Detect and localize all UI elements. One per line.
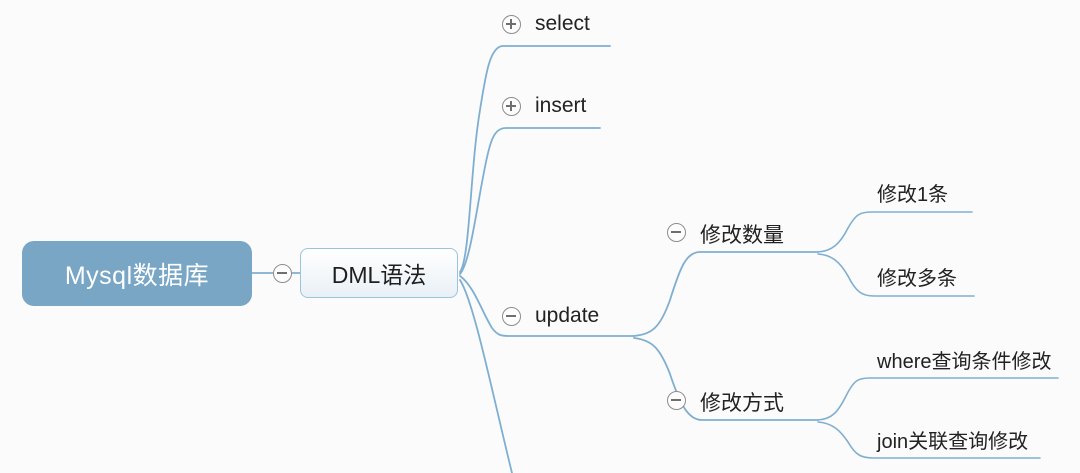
edge-quantity-to-one xyxy=(817,211,973,253)
node-update-label: update xyxy=(535,304,600,327)
edge-dml-to-select xyxy=(459,45,611,273)
node-modify-quantity-label: 修改数量 xyxy=(700,224,784,247)
root-node-mysql-database[interactable]: Mysql数据库 xyxy=(22,241,252,306)
node-update[interactable]: update xyxy=(535,304,599,328)
node-where-condition-modify-label: where查询条件修改 xyxy=(877,351,1052,373)
node-where-condition-modify[interactable]: where查询条件修改 xyxy=(877,345,1051,374)
node-modify-method[interactable]: 修改方式 xyxy=(700,387,784,417)
toggle-select-expand-plus-icon[interactable] xyxy=(502,15,521,34)
node-join-related-query-modify[interactable]: join关联查询修改 xyxy=(877,425,1028,454)
node-modify-many-rows[interactable]: 修改多条 xyxy=(877,262,957,291)
node-insert[interactable]: insert xyxy=(535,94,586,118)
node-select-label: select xyxy=(535,12,590,35)
node-modify-one-row-label: 修改1条 xyxy=(877,184,949,206)
toggle-insert-expand-plus-icon[interactable] xyxy=(502,97,521,116)
edge-update-to-quantity xyxy=(633,251,819,337)
toggle-modify-quantity-collapse-minus-icon[interactable] xyxy=(667,223,686,242)
toggle-update-collapse-minus-icon[interactable] xyxy=(502,307,521,326)
node-modify-one-row[interactable]: 修改1条 xyxy=(877,178,948,207)
toggle-modify-method-collapse-minus-icon[interactable] xyxy=(667,391,686,410)
node-select[interactable]: select xyxy=(535,12,590,36)
node-modify-method-label: 修改方式 xyxy=(700,392,784,415)
edge-method-to-where xyxy=(817,377,1059,421)
root-node-label: Mysql数据库 xyxy=(64,261,210,290)
node-modify-many-rows-label: 修改多条 xyxy=(877,268,957,290)
node-insert-label: insert xyxy=(535,94,587,117)
node-modify-quantity[interactable]: 修改数量 xyxy=(700,219,784,249)
node-dml-syntax-label: DML语法 xyxy=(331,262,427,288)
edge-dml-to-insert xyxy=(459,127,601,275)
node-dml-syntax[interactable]: DML语法 xyxy=(300,248,458,298)
toggle-dml-collapse-minus-icon[interactable] xyxy=(273,264,292,283)
node-join-related-query-modify-label: join关联查询修改 xyxy=(877,431,1029,453)
